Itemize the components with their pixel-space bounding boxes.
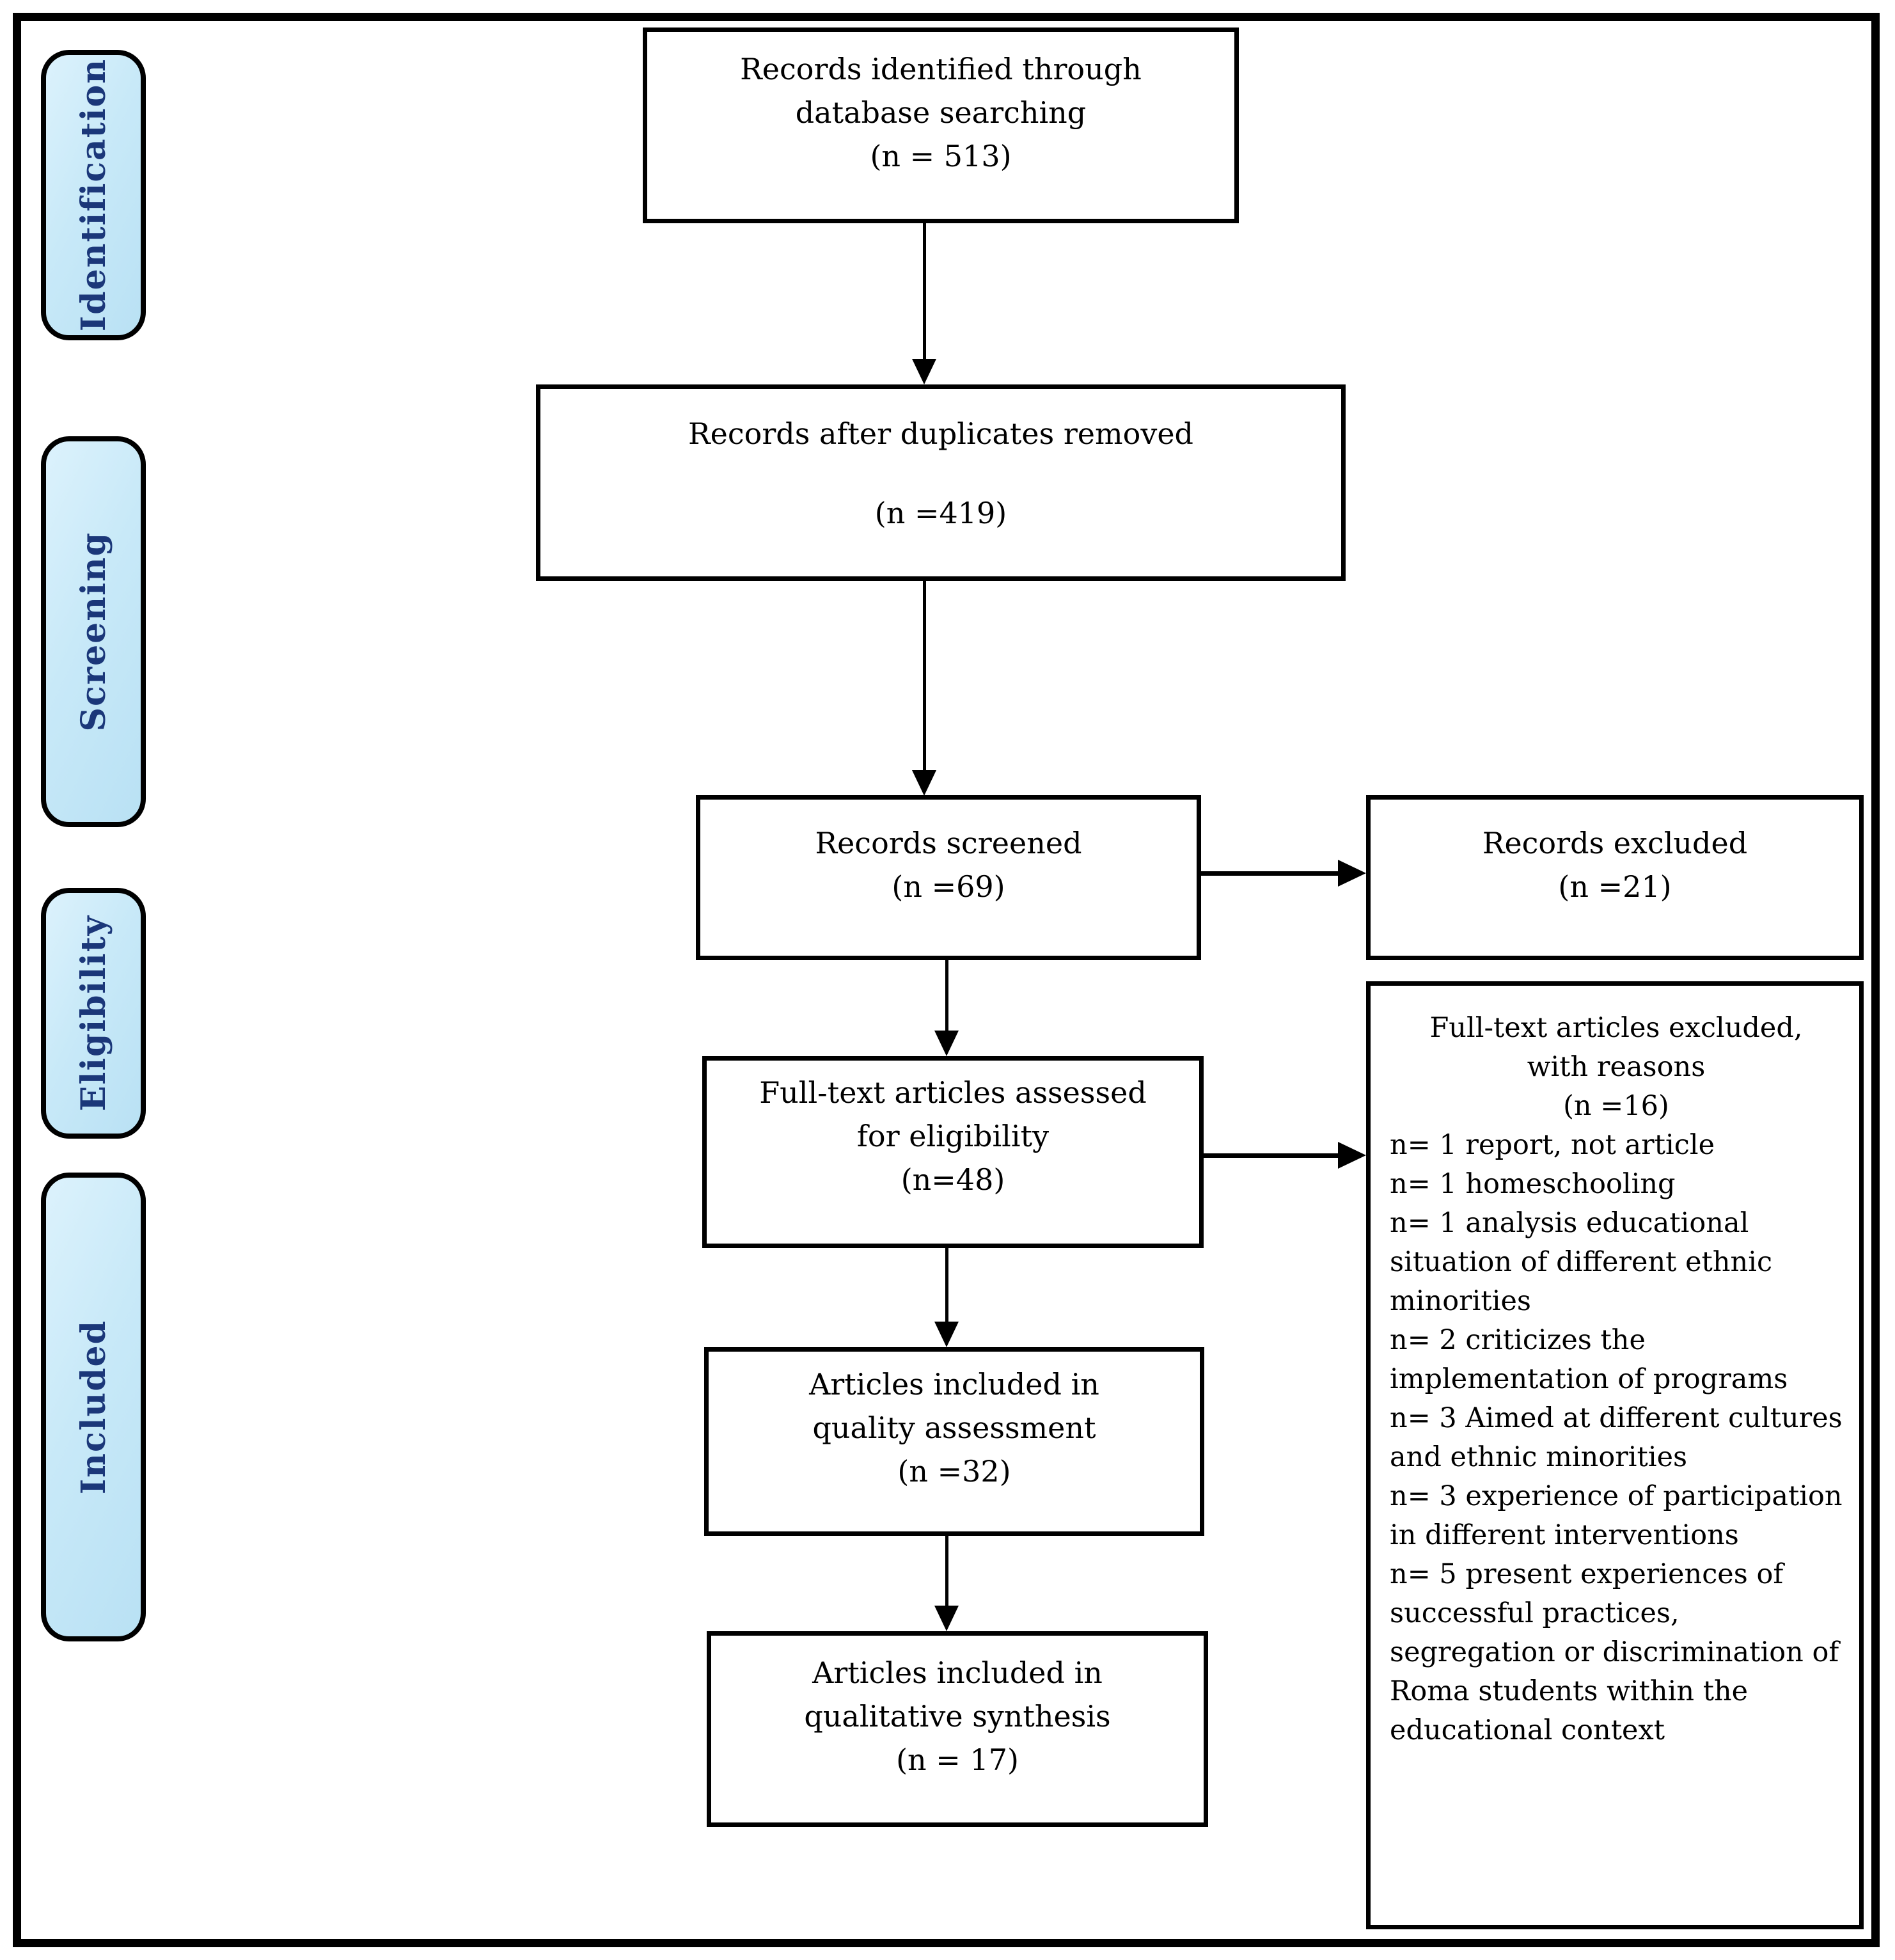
box-line: qualitative synthesis	[804, 1699, 1111, 1734]
box-line: Records identified through	[740, 52, 1142, 86]
arrow-head	[934, 1322, 959, 1347]
box-line: (n = 513)	[870, 139, 1012, 173]
excluded-reasons-list: n= 1 report, not article n= 1 homeschool…	[1390, 1129, 1843, 1746]
box-line: Records excluded	[1482, 826, 1748, 860]
arrow-head	[934, 1031, 959, 1056]
box-fulltext-excluded-reasons: Full-text articles excluded, with reason…	[1366, 981, 1864, 1929]
stage-label-eligibility: Eligibility	[74, 915, 113, 1112]
box-fulltext-assessed: Full-text articles assessed for eligibil…	[702, 1056, 1204, 1248]
diagram-frame	[13, 13, 1880, 1947]
box-qualitative-synthesis: Articles included in qualitative synthes…	[707, 1631, 1208, 1827]
box-line: Records after duplicates removed	[688, 416, 1193, 451]
arrow-fulltext-to-quality	[945, 1247, 948, 1324]
arrow-head	[934, 1606, 959, 1631]
stage-pill-eligibility: Eligibility	[41, 888, 146, 1139]
box-line: Records screened	[815, 826, 1082, 860]
arrow-screened-to-excluded	[1201, 871, 1339, 876]
box-records-identified: Records identified through database sear…	[643, 28, 1239, 223]
box-line: (n =32)	[897, 1453, 1011, 1489]
box-line: quality assessment	[812, 1410, 1096, 1445]
box-records-screened: Records screened (n =69)	[696, 795, 1201, 960]
arrow-fulltext-to-excluded-reasons	[1204, 1153, 1339, 1158]
box-line: (n =69)	[892, 869, 1005, 904]
excluded-reasons-header: Full-text articles excluded, with reason…	[1429, 1012, 1803, 1122]
arrow-head	[912, 770, 936, 796]
arrow-quality-to-synthesis	[945, 1535, 948, 1608]
box-line: for eligibility	[856, 1119, 1050, 1153]
stage-pill-screening: Screening	[41, 436, 146, 827]
box-line: (n = 17)	[896, 1743, 1019, 1777]
box-line: Articles included in	[809, 1366, 1099, 1402]
box-records-after-duplicates: Records after duplicates removed (n =419…	[536, 384, 1346, 581]
stage-label-screening: Screening	[74, 532, 113, 732]
stage-label-included: Included	[74, 1319, 113, 1495]
arrow-identified-to-duplicates	[923, 222, 926, 360]
arrow-head	[1338, 1142, 1366, 1169]
box-line: Full-text articles assessed	[759, 1075, 1147, 1110]
box-count: (n =419)	[874, 495, 1007, 530]
arrow-head	[912, 359, 936, 384]
box-records-excluded: Records excluded (n =21)	[1366, 795, 1864, 960]
arrow-head	[1338, 860, 1366, 887]
stage-label-identification: Identification	[74, 58, 113, 332]
arrow-screened-to-fulltext	[945, 960, 948, 1033]
arrow-duplicates-to-screened	[923, 581, 926, 771]
box-line: Articles included in	[812, 1656, 1103, 1690]
box-line: (n=48)	[900, 1162, 1005, 1197]
box-quality-assessment: Articles included in quality assessment …	[704, 1347, 1204, 1536]
stage-pill-identification: Identification	[41, 50, 146, 340]
box-line: (n =21)	[1558, 869, 1672, 904]
stage-pill-included: Included	[41, 1173, 146, 1641]
box-line: database searching	[795, 95, 1087, 130]
